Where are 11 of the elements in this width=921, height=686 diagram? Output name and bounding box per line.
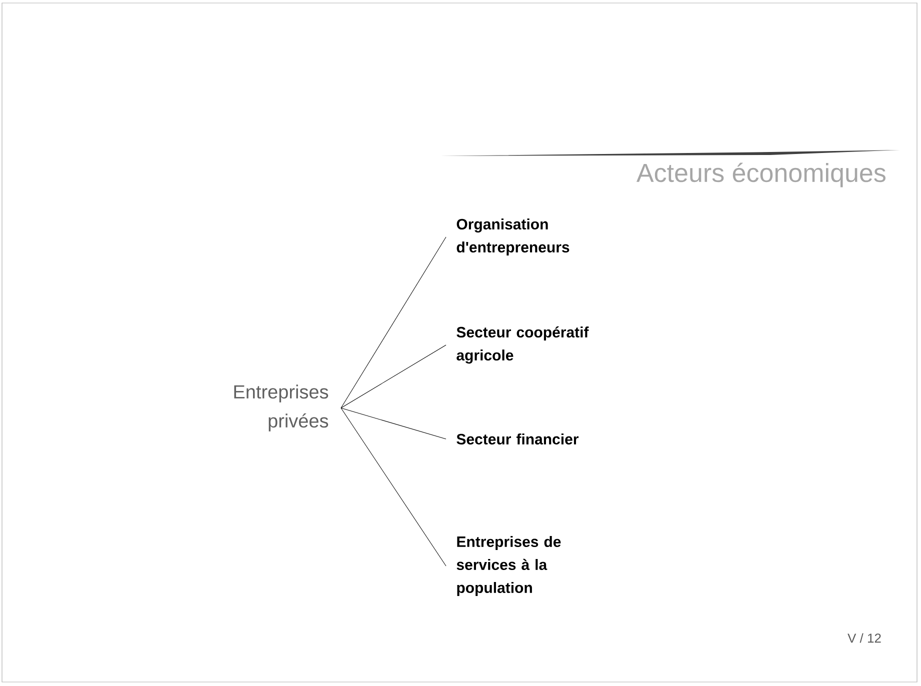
- branch-line: [340, 408, 446, 566]
- page-number: V / 12: [848, 633, 881, 643]
- branch-line: [340, 408, 446, 440]
- branch-text: Entreprises de services à la population: [456, 536, 561, 596]
- branch-line: [340, 344, 446, 408]
- root-text: Entreprises privées: [234, 384, 328, 432]
- branch-text: Secteur financier: [456, 434, 579, 444]
- branch-line: [340, 236, 446, 408]
- branch-text: Organisation d'entrepreneurs: [456, 218, 570, 256]
- title: Acteurs économiques: [636, 162, 886, 188]
- branch-text: Secteur coopératif agricole: [456, 326, 589, 364]
